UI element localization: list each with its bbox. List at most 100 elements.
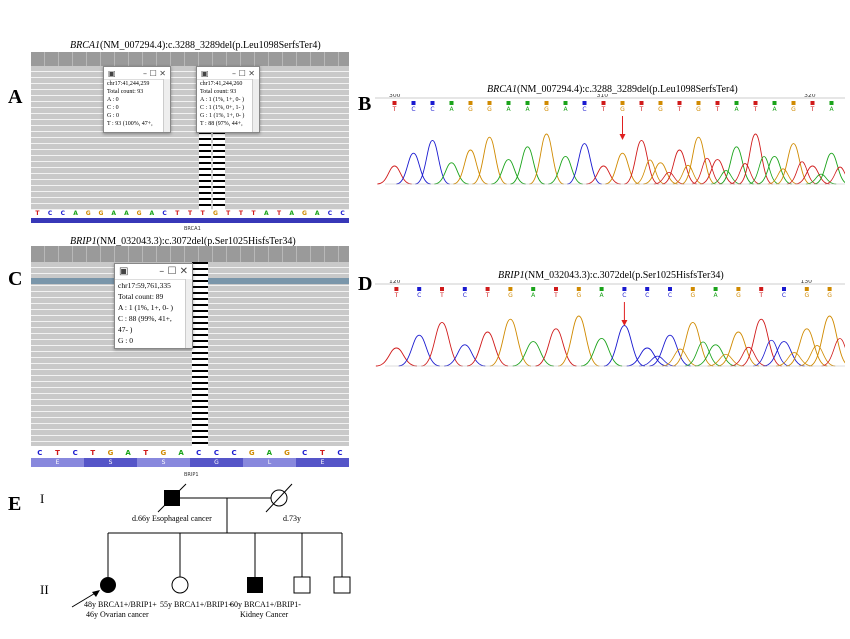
trace-peak [776, 143, 811, 185]
called-base: A [531, 292, 536, 299]
base-quality-marker [508, 287, 513, 291]
popup-line: A : 1 (1%, 1+, 0- ) [200, 97, 245, 103]
popup-titlebar: ▣– ☐ ✕ [115, 264, 192, 280]
igv-popup-a-left[interactable]: ▣– ☐ ✕ chr17:41,244,259 Total count: 93 … [103, 66, 171, 133]
window-controls-icon[interactable]: – ☐ ✕ [143, 68, 166, 78]
brother-square [293, 576, 311, 594]
called-base: A [563, 106, 568, 113]
popup-scrollbar[interactable] [163, 79, 170, 132]
base-quality-marker [599, 287, 604, 291]
reference-base: C [196, 449, 202, 457]
base-quality-marker [430, 101, 435, 105]
overlapping-trace-peak [748, 156, 780, 185]
base-quality-marker [525, 101, 530, 105]
called-base: T [485, 292, 490, 299]
reference-base: C [47, 210, 53, 217]
overlapping-trace-peak [786, 161, 818, 185]
igv-popup-c[interactable]: ▣– ☐ ✕ chr17:59,761,335 Total count: 89 … [114, 263, 193, 349]
overlapping-trace-peak [691, 157, 723, 185]
panel-d-variant: (NM_032043.3):c.3072del(p.Ser1025HisfsTe… [524, 270, 724, 281]
reference-base: A [314, 210, 320, 217]
popup-line: G : 1 (1%, 1+, 0- ) [200, 113, 245, 119]
base-quality-marker [531, 287, 536, 291]
reference-base: G [107, 449, 114, 457]
base-quality-marker [791, 101, 796, 105]
called-base: T [810, 106, 815, 113]
igv-view-a [31, 52, 349, 210]
popup-scrollbar[interactable] [252, 79, 259, 132]
called-base: T [758, 292, 763, 299]
trace-peak [415, 139, 450, 185]
reference-base: A [289, 210, 295, 217]
variant-arrowhead-icon [619, 134, 626, 140]
overlapping-trace-peak [753, 339, 790, 367]
reference-base: T [200, 210, 205, 217]
called-base: T [392, 106, 397, 113]
amino-acid: S [84, 458, 137, 467]
called-base: T [677, 106, 682, 113]
base-quality-marker [772, 101, 777, 105]
trace-peak [444, 344, 486, 367]
base-quality-marker [462, 287, 467, 291]
called-base: A [525, 106, 530, 113]
popup-line: Total count: 89 [118, 292, 164, 301]
trace-peak [567, 143, 602, 185]
trace-peak [472, 136, 507, 185]
proband-affected-circle [100, 577, 116, 593]
panel-letter-d: D [358, 273, 373, 295]
base-quality-marker [392, 101, 397, 105]
trace-peak [643, 162, 678, 185]
window-controls-icon[interactable]: – ☐ ✕ [159, 266, 188, 277]
called-base: A [734, 106, 739, 113]
panel-b-title: BRCA1(NM_007294.4):c.3288_3289del(p.Leu1… [487, 84, 738, 95]
reference-base: G [248, 449, 255, 457]
reference-base: G [284, 449, 290, 457]
trace-peak [624, 139, 659, 185]
trace-peak [786, 328, 828, 367]
brother-label-2: Kidney Cancer [240, 610, 289, 619]
overlapping-trace-peak [729, 163, 761, 185]
trace-peak [795, 165, 830, 185]
reference-base: T [90, 449, 96, 457]
panel-c-title: BRIP1(NM_032043.3):c.3072del(p.Ser1025Hi… [70, 236, 296, 247]
called-base: T [394, 292, 399, 299]
overlapping-trace-peak [798, 345, 836, 367]
base-quality-marker [563, 101, 568, 105]
ruler-tick-label: 310 [597, 94, 609, 99]
reference-base: T [55, 449, 60, 457]
trace-peak [529, 133, 564, 185]
called-base: C [645, 292, 649, 299]
base-quality-marker [582, 101, 587, 105]
trace-peak [649, 334, 691, 367]
trace-peak [672, 321, 714, 367]
called-base: A [506, 106, 511, 113]
called-base: G [696, 106, 701, 113]
reference-base: C [302, 449, 308, 457]
base-quality-marker [759, 287, 764, 291]
trace-peak [421, 321, 463, 367]
called-base: G [658, 106, 663, 113]
base-quality-marker [639, 101, 644, 105]
called-base: C [668, 292, 672, 299]
called-base: C [582, 106, 586, 113]
reference-base: T [226, 210, 231, 217]
trace-peak [535, 328, 577, 367]
popup-line: Total count: 93 [107, 89, 144, 95]
popup-icon: ▣ [108, 68, 116, 78]
igv-popup-a-right[interactable]: ▣– ☐ ✕ chr17:41,244,260 Total count: 93 … [196, 66, 260, 133]
base-quality-marker [544, 101, 549, 105]
trace-peak [398, 334, 440, 367]
popup-scrollbar[interactable] [185, 279, 192, 348]
trace-peak [681, 136, 716, 185]
trace-peak [717, 331, 760, 367]
base-quality-marker [645, 287, 650, 291]
called-base: A [714, 292, 719, 299]
base-quality-marker [440, 287, 444, 291]
ruler-tick-label: 300 [389, 94, 401, 99]
called-base: G [736, 292, 741, 299]
base-quality-marker [394, 287, 399, 291]
reference-base: T [143, 449, 149, 457]
window-controls-icon[interactable]: – ☐ ✕ [232, 68, 255, 78]
